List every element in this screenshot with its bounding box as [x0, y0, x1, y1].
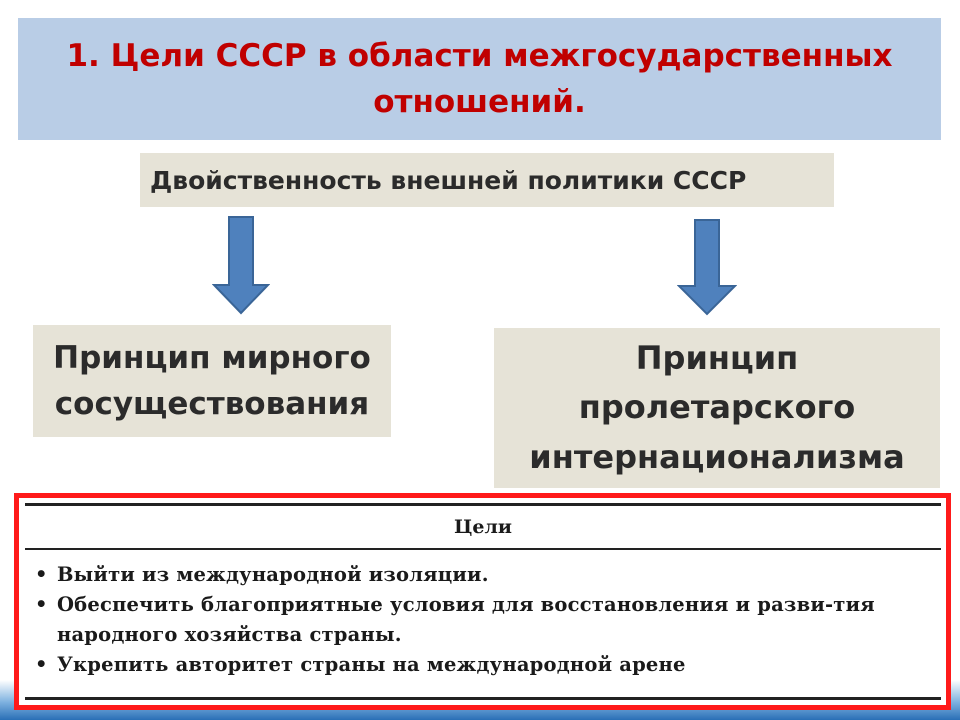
goal-text: Выйти из международной изоляции.: [57, 563, 489, 586]
principle-proletarian-internationalism-box: Принцип пролетарского интернационализма: [494, 328, 940, 488]
list-item: • Укрепить авторитет страны на междунаро…: [33, 650, 933, 680]
duality-label: Двойственность внешней политики СССР: [150, 165, 747, 195]
principle-peaceful-coexistence-box: Принцип мирного сосуществования: [33, 325, 391, 437]
principle-proletarian-internationalism: Принцип пролетарского интернационализма: [529, 338, 905, 476]
bullet-icon: •: [35, 593, 48, 616]
slide-title: 1. Цели СССР в области межгосударственны…: [66, 37, 893, 121]
goals-header: Цели: [25, 506, 941, 550]
list-item: • Обеспечить благоприятные условия для в…: [33, 590, 933, 650]
arrow-down-icon: [677, 219, 737, 316]
goal-text: Укрепить авторитет страны на международн…: [57, 653, 686, 676]
list-item: • Выйти из международной изоляции.: [33, 560, 933, 590]
principle-peaceful-coexistence: Принцип мирного сосуществования: [53, 339, 371, 423]
duality-box: Двойственность внешней политики СССР: [140, 153, 834, 207]
goals-highlight-frame: Цели • Выйти из международной изоляции. …: [14, 493, 951, 710]
bullet-icon: •: [35, 563, 48, 586]
goals-list: • Выйти из международной изоляции. • Обе…: [25, 550, 941, 680]
goal-text: Обеспечить благоприятные условия для вос…: [57, 593, 875, 646]
goals-table: Цели • Выйти из международной изоляции. …: [25, 503, 941, 700]
title-box: 1. Цели СССР в области межгосударственны…: [18, 18, 941, 140]
arrow-down-icon: [212, 216, 270, 315]
bullet-icon: •: [35, 653, 48, 676]
